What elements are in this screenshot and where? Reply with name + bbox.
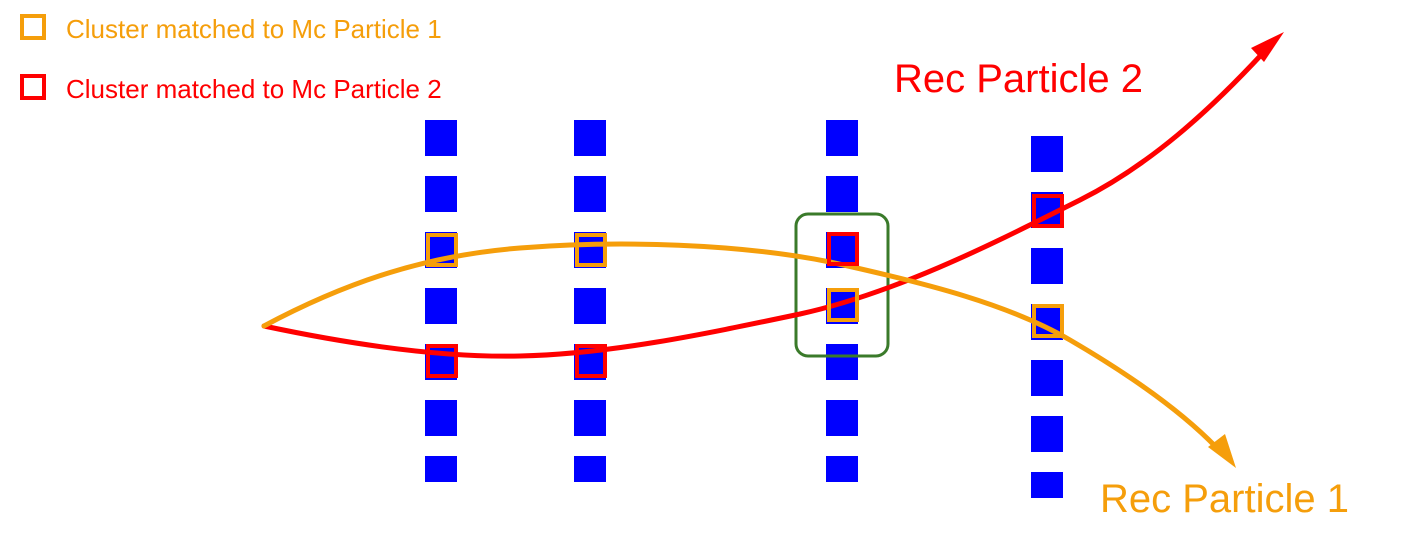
- detector-segment: [425, 120, 457, 156]
- detector-segment: [574, 456, 606, 482]
- detector-segment: [574, 120, 606, 156]
- detector-segment: [574, 288, 606, 324]
- detector-segment: [826, 400, 858, 436]
- cluster-particle-2: [426, 344, 458, 378]
- legend: Cluster matched to Mc Particle 1 Cluster…: [20, 14, 442, 104]
- detector-segment: [425, 456, 457, 482]
- particle-2-clusters: [426, 194, 1064, 378]
- rec-particle-2-label: Rec Particle 2: [894, 57, 1143, 101]
- cluster-particle-1: [827, 288, 859, 322]
- detector-segment: [826, 120, 858, 156]
- legend-swatch-particle-2: [20, 74, 46, 100]
- detector-segment: [826, 456, 858, 482]
- detector-segment: [1031, 248, 1063, 284]
- detector-layer-2: [574, 120, 606, 482]
- particle-1-clusters: [426, 233, 1064, 338]
- detector-segment: [1031, 416, 1063, 452]
- ambiguous-region-box: [794, 212, 890, 358]
- rec-particle-2-track: [261, 51, 1265, 359]
- rec-particle-1-track: [261, 241, 1219, 450]
- detector-segment: [574, 400, 606, 436]
- rec-particle-1-arrowhead: [1208, 434, 1236, 468]
- cluster-particle-2: [1032, 194, 1064, 228]
- detector-segment: [574, 176, 606, 212]
- rec-particle-1-label: Rec Particle 1: [1100, 477, 1349, 521]
- cluster-particle-2: [827, 232, 859, 266]
- detector-segment: [425, 176, 457, 212]
- cluster-particle-1: [575, 233, 607, 267]
- detector-segment: [425, 288, 457, 324]
- detector-layer-1: [425, 120, 457, 482]
- detector-segment: [1031, 472, 1063, 498]
- cluster-particle-1: [426, 233, 458, 267]
- rec-particle-2-arrowhead: [1251, 32, 1284, 62]
- detector-segment: [826, 176, 858, 212]
- detector-segment: [826, 344, 858, 380]
- legend-label-particle-2: Cluster matched to Mc Particle 2: [66, 74, 442, 104]
- cluster-particle-2: [575, 344, 607, 378]
- detector-segment: [1031, 136, 1063, 172]
- detector-segment: [1031, 360, 1063, 396]
- legend-label-particle-1: Cluster matched to Mc Particle 1: [66, 14, 442, 44]
- cluster-particle-1: [1032, 304, 1064, 338]
- legend-swatch-particle-1: [20, 14, 46, 40]
- detector-segment: [574, 232, 606, 268]
- detector-segment: [425, 400, 457, 436]
